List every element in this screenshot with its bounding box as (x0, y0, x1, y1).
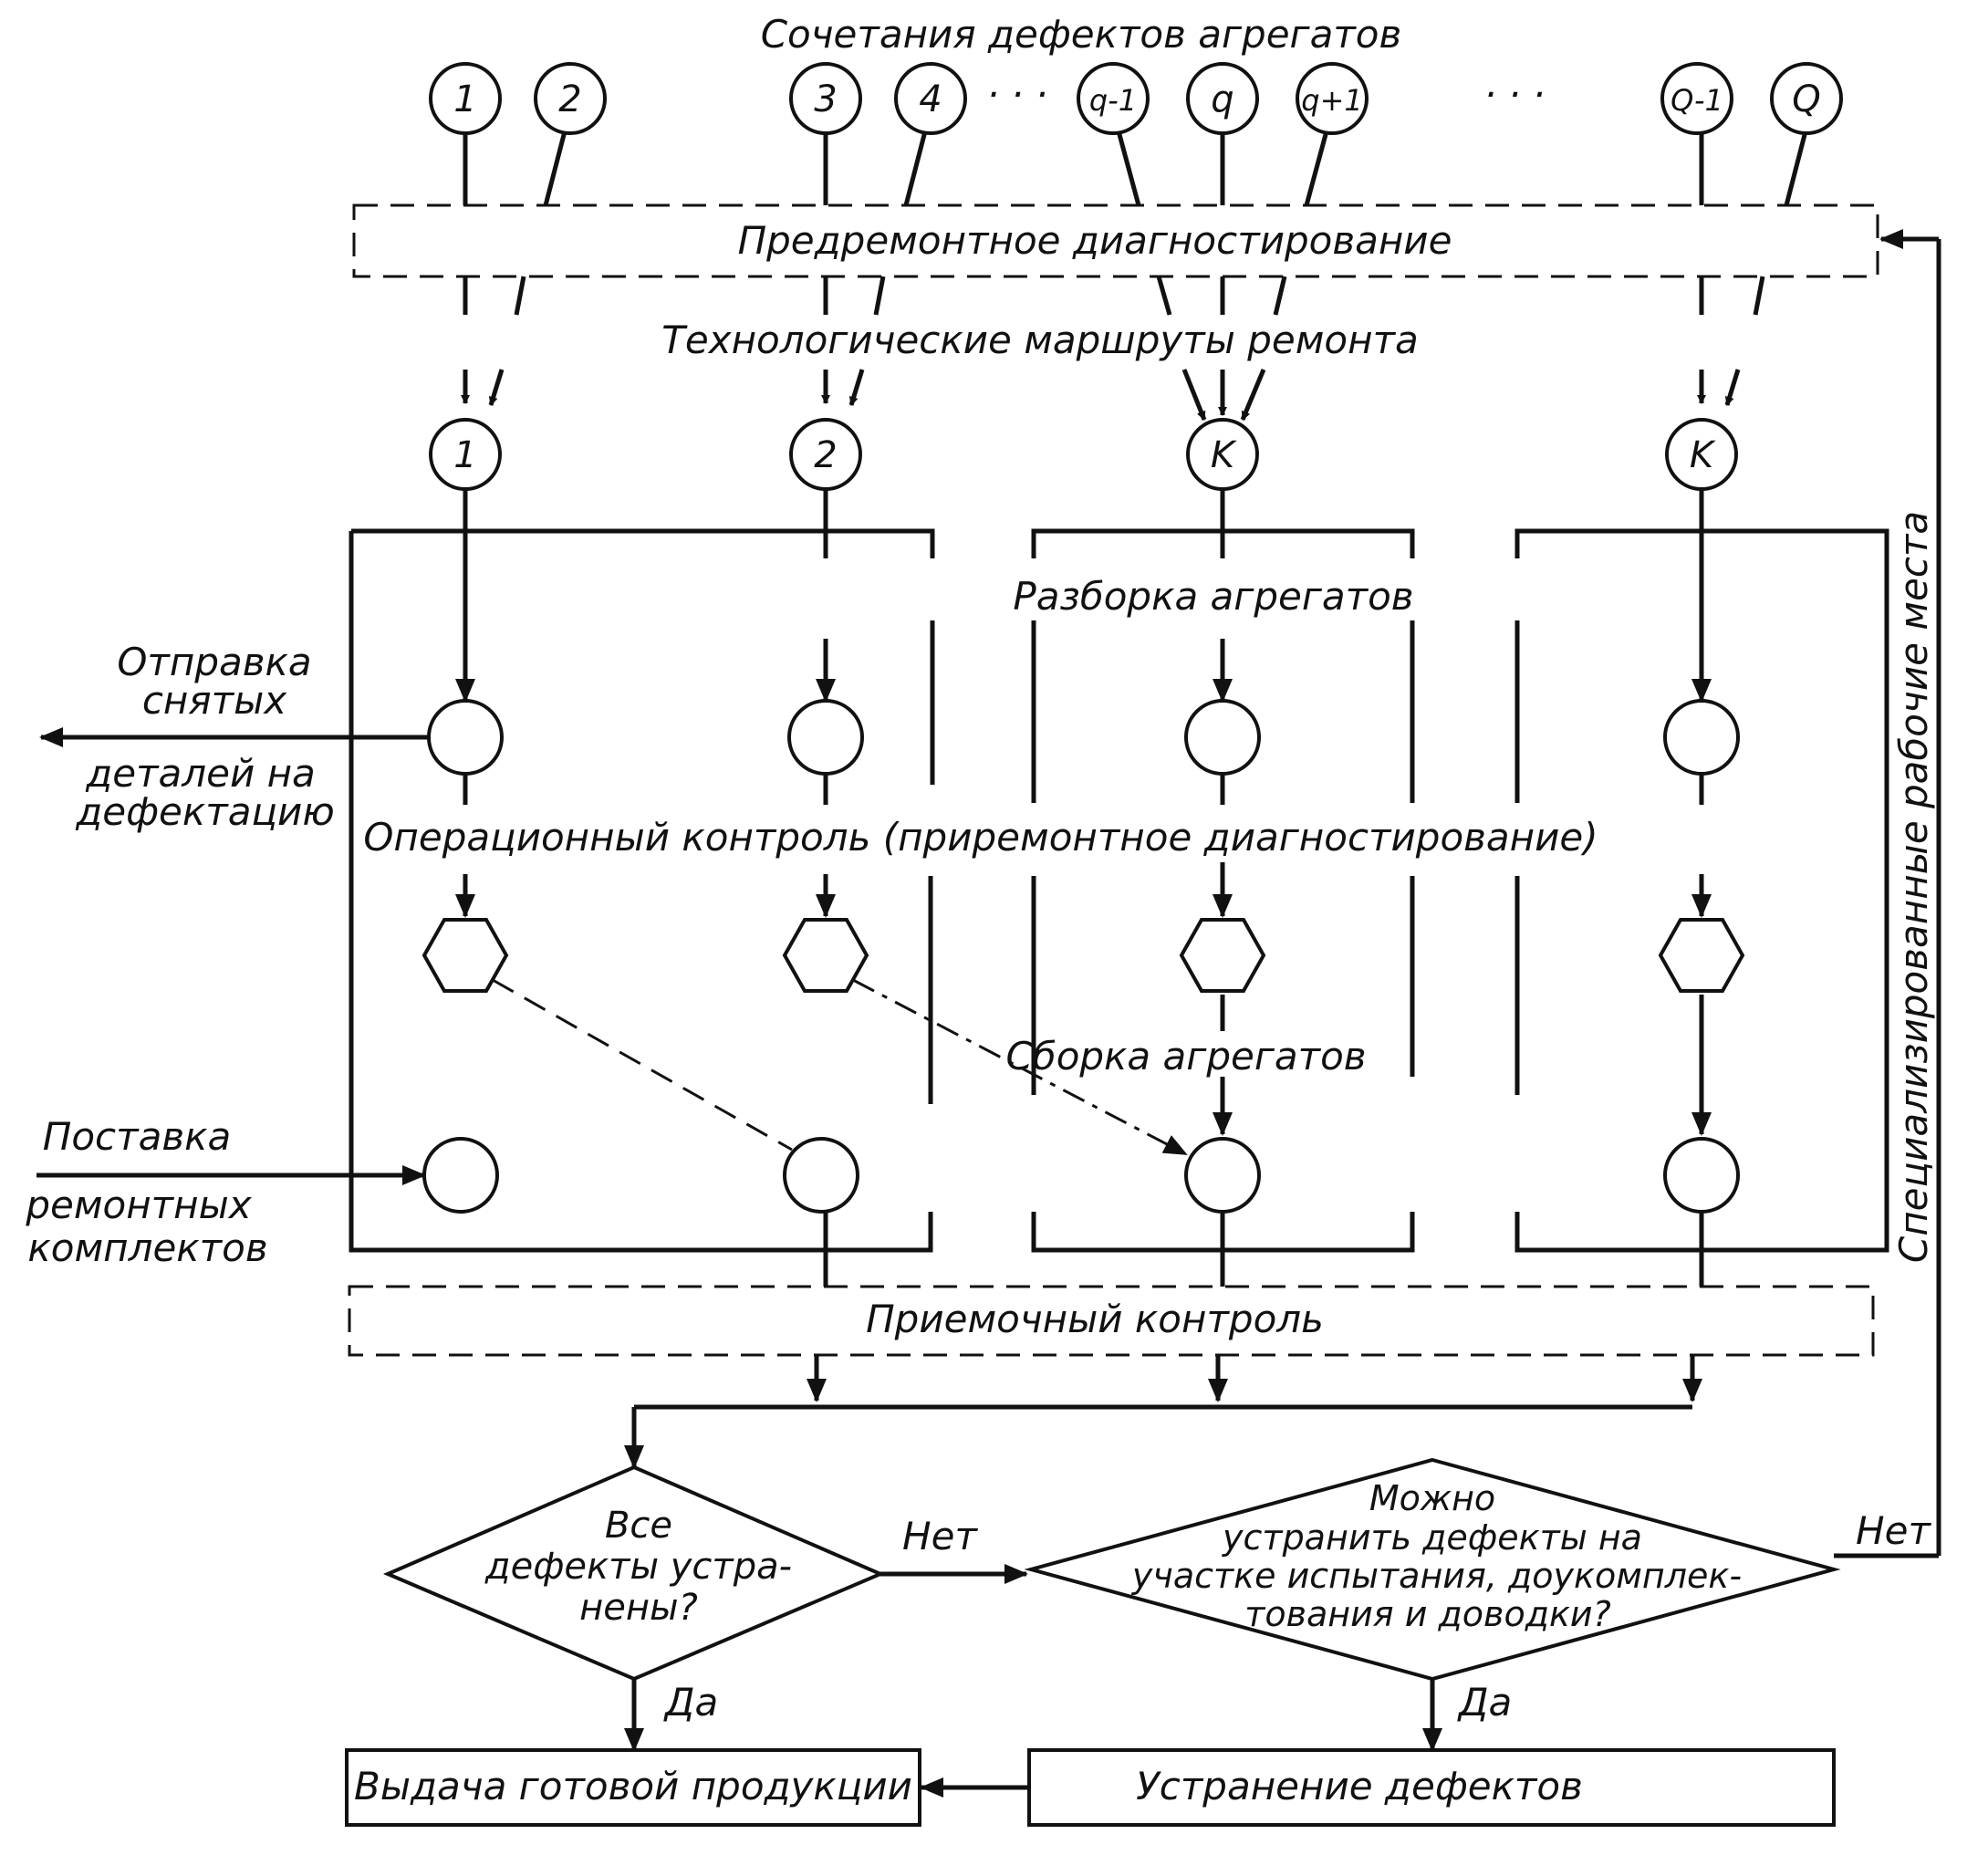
svg-text:K: K (1211, 434, 1237, 476)
defect-node-q-minus-1: q-1 (1077, 62, 1150, 135)
ellipsis-right: · · · (1484, 72, 1546, 117)
disassembly-label: Разборка агрегатов (1013, 574, 1413, 619)
svg-text:устранить дефекты на: устранить дефекты на (1222, 1517, 1642, 1558)
defect-node-Q-minus-1: Q-1 (1660, 62, 1733, 135)
acceptance-control: Приемочный контроль (348, 1285, 1875, 1357)
svg-text:нены?: нены? (579, 1587, 698, 1629)
defect-combinations: 1 2 3 4 · · · q-1 q q+1 · · · Q-1 Q (429, 62, 1843, 206)
svg-text:Можно: Можно (1369, 1478, 1495, 1518)
op-control-label: Операционный контроль (приремонтное диаг… (363, 815, 1598, 860)
route-node-k-2: K (1665, 418, 1738, 491)
svg-text:q-1: q-1 (1089, 83, 1137, 118)
svg-text:2: 2 (814, 434, 837, 476)
disassembly-nodes (427, 699, 1740, 776)
defect-node-4: 4 (894, 62, 967, 135)
svg-text:1: 1 (453, 78, 476, 120)
no-label-2: Нет (1856, 1508, 1931, 1553)
loop-back-flow (1834, 229, 1941, 1558)
svg-text:K: K (1690, 434, 1716, 476)
svg-text:2: 2 (558, 78, 581, 120)
top-title: Сочетания дефектов агрегатов (761, 12, 1402, 57)
svg-text:q+1: q+1 (1301, 83, 1362, 118)
svg-text:Предремонтное диагностирование: Предремонтное диагностирование (738, 218, 1452, 263)
supply-flow: Поставка ремонтных комплектов (25, 1114, 426, 1270)
svg-text:1: 1 (453, 434, 476, 476)
crosslink-dashed (492, 978, 793, 1152)
svg-text:q: q (1211, 78, 1233, 120)
svg-text:Выдача готовой продукции: Выдача готовой продукции (354, 1764, 912, 1808)
svg-text:Приемочный контроль: Приемочный контроль (866, 1297, 1324, 1341)
ellipsis-left: · · · (987, 72, 1048, 117)
svg-text:тования и доводки?: тования и доводки? (1244, 1594, 1611, 1634)
svg-text:Отправка: Отправка (117, 640, 311, 684)
workplaces-label: Специализированные рабочие места (1891, 511, 1936, 1263)
send-parts-flow: Отправка снятых деталей на дефектацию (39, 640, 429, 834)
assembly-label: Сборка агрегатов (1005, 1034, 1366, 1079)
svg-text:деталей на: деталей на (85, 751, 316, 796)
defect-node-q-plus-1: q+1 (1296, 62, 1369, 135)
svg-text:дефекты устра-: дефекты устра- (484, 1546, 792, 1588)
yes-label-2: Да (1457, 1680, 1513, 1725)
column-flows (455, 489, 1712, 1287)
svg-text:3: 3 (814, 78, 837, 120)
route-connectors (461, 276, 1765, 421)
svg-text:комплектов: комплектов (27, 1225, 267, 1270)
decision-all-fixed: Все дефекты устра- нены? (382, 1464, 886, 1682)
assembly-nodes (422, 1137, 1740, 1214)
svg-text:Q: Q (1792, 78, 1820, 120)
route-node-1: 1 (429, 418, 502, 491)
route-nodes: 1 2 K K (429, 418, 1738, 491)
collector-flow (624, 1355, 1702, 1469)
svg-text:снятых: снятых (142, 678, 287, 723)
svg-text:Поставка: Поставка (43, 1114, 231, 1159)
svg-text:ремонтных: ремонтных (25, 1183, 252, 1227)
defect-node-Q: Q (1770, 62, 1843, 135)
routes-title: Технологические маршруты ремонта (661, 318, 1419, 362)
decision-can-fix: Можно устранить дефекты на участке испыт… (1024, 1457, 1841, 1682)
svg-text:Все: Все (605, 1505, 672, 1547)
defect-node-2: 2 (534, 62, 607, 135)
svg-text:Q-1: Q-1 (1671, 83, 1723, 118)
no-label-1: Нет (902, 1514, 978, 1558)
defect-node-3: 3 (789, 62, 862, 135)
svg-text:4: 4 (919, 78, 942, 120)
route-node-2: 2 (789, 418, 862, 491)
svg-text:дефектацию: дефектацию (75, 789, 334, 834)
svg-text:участке испытания, доукомплек-: участке испытания, доукомплек- (1131, 1556, 1742, 1596)
pre-repair-diagnostics: Предремонтное диагностирование (352, 203, 1879, 278)
defect-node-q: q (1186, 62, 1259, 135)
output-box: Выдача готовой продукции (345, 1748, 921, 1827)
workshop-boxes (349, 528, 1889, 1253)
control-hexagons (422, 918, 1745, 993)
defect-node-1: 1 (429, 62, 502, 135)
svg-text:Устранение дефектов: Устранение дефектов (1136, 1764, 1583, 1808)
yes-label-1: Да (663, 1680, 719, 1725)
crosslink-dashdot (852, 978, 1188, 1156)
fix-box: Устранение дефектов (1027, 1748, 1836, 1827)
route-node-k-1: K (1186, 418, 1259, 491)
